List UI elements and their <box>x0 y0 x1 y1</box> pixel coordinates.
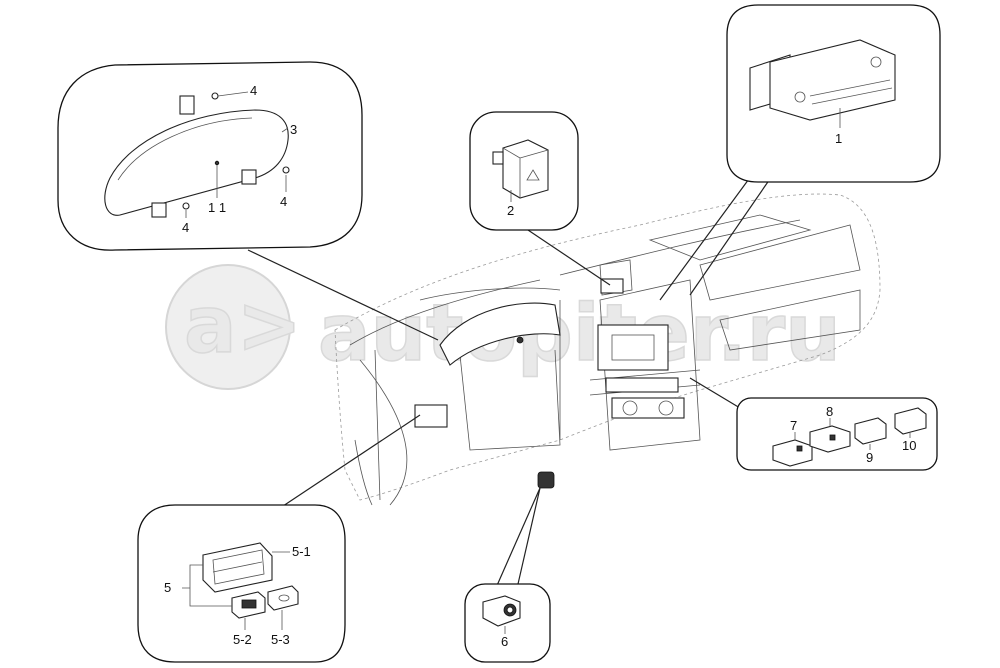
left-switch-assembly-callout[interactable]: 5-1 5 5-2 5-3 <box>137 504 346 663</box>
label-4-top: 4 <box>250 83 257 98</box>
screw-icon <box>182 202 190 210</box>
label-4-right: 4 <box>280 194 287 209</box>
label-6: 6 <box>501 634 508 649</box>
label-4-left: 4 <box>182 220 189 235</box>
switch-10-icon <box>894 407 927 435</box>
ignition-callout[interactable]: 6 <box>464 583 551 663</box>
switch-frame-icon <box>202 542 273 593</box>
label-10: 10 <box>902 438 916 453</box>
label-2: 2 <box>507 203 514 218</box>
label-5-1: 5-1 <box>292 544 311 559</box>
label-7: 7 <box>790 418 797 433</box>
watermark: a> autopiter.ru <box>165 264 842 390</box>
radio-callout[interactable]: 1 <box>726 0 941 183</box>
label-11: 1 1 <box>208 200 226 215</box>
screw-icon <box>211 92 219 100</box>
label-5-3: 5-3 <box>271 632 290 647</box>
label-3: 3 <box>290 122 297 137</box>
hazard-switch-callout[interactable]: 2 <box>469 111 579 231</box>
label-5-2: 5-2 <box>233 632 252 647</box>
switch-5-3-icon <box>267 585 299 611</box>
watermark-icon-text: a> <box>184 281 302 371</box>
switch-7-icon <box>772 439 813 467</box>
switch-9-icon <box>854 417 887 445</box>
watermark-logo-icon <box>165 264 291 390</box>
screw-icon <box>282 166 290 174</box>
leader-lines <box>247 159 784 591</box>
watermark-text: autopiter.ru <box>318 289 841 379</box>
label-8: 8 <box>826 404 833 419</box>
instrument-cluster-icon <box>104 109 289 216</box>
hazard-switch-icon <box>502 139 549 199</box>
label-1: 1 <box>835 131 842 146</box>
label-5: 5 <box>164 580 171 595</box>
ignition-switch-icon <box>482 595 521 627</box>
dashboard <box>334 193 881 506</box>
label-9: 9 <box>866 450 873 465</box>
instrument-cluster-callout[interactable]: 4 3 1 1 4 4 <box>57 61 363 251</box>
radio-icon <box>769 39 896 121</box>
switch-panel-callout[interactable]: 7 8 9 10 <box>736 397 938 471</box>
